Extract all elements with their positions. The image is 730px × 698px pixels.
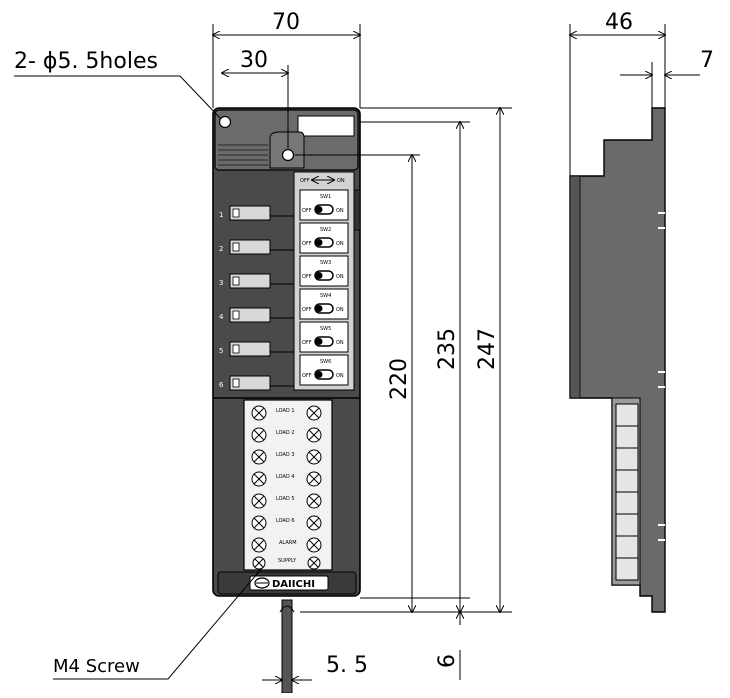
top-hatching <box>218 144 268 166</box>
side-terminals <box>611 397 641 586</box>
sw-6-on: ON <box>336 373 344 379</box>
terminal-label-1: LOAD 1 <box>276 408 295 414</box>
terminal-label-3: LOAD 3 <box>276 452 295 458</box>
sw-5-off: OFF <box>302 340 312 346</box>
callout-screw: M4 Screw <box>53 656 140 677</box>
front-view: OFF ON SW1 OFF ON SW2 OFF ON SW3 OFF ON <box>212 107 361 694</box>
channel-1-label: 1 <box>219 211 223 219</box>
channel-6: 6 <box>219 375 294 391</box>
sw-5[interactable]: SW5 OFF ON <box>299 321 349 353</box>
channel-5-label: 5 <box>219 347 223 355</box>
channel-3-label: 3 <box>219 279 223 287</box>
sw-3[interactable]: SW3 OFF ON <box>299 255 349 287</box>
terminal-label-4: LOAD 4 <box>276 474 295 480</box>
side-view <box>569 107 666 613</box>
terminal-label-7: ALARM <box>279 540 297 546</box>
dim-gap-6: 6 <box>435 654 460 668</box>
channel-4: 4 <box>219 307 294 323</box>
sw-1-off: OFF <box>302 208 312 214</box>
switch-header-off: OFF <box>300 178 310 184</box>
sw-2[interactable]: SW2 OFF ON <box>299 222 349 254</box>
dim-flange-7: 7 <box>700 48 714 73</box>
sw-4[interactable]: SW4 OFF ON <box>299 288 349 320</box>
sw-3-off: OFF <box>302 274 312 280</box>
m4-screw-shaft <box>281 599 293 694</box>
terminal-label-5: LOAD 5 <box>276 496 295 502</box>
sw-1-on: ON <box>336 208 344 214</box>
sw-2-off: OFF <box>302 241 312 247</box>
dimensions: 70 30 2- ϕ5. 5holes 46 7 247 235 220 <box>14 10 714 680</box>
sw-1-name: SW1 <box>320 194 331 200</box>
sw-4-off: OFF <box>302 307 312 313</box>
dim-offset-30: 30 <box>240 48 268 73</box>
channel-4-label: 4 <box>219 313 224 321</box>
switch-header-on: ON <box>337 178 345 184</box>
sw-3-on: ON <box>336 274 344 280</box>
dim-height-235: 235 <box>435 328 460 370</box>
channel-1: 1 <box>219 205 294 221</box>
sw-3-name: SW3 <box>320 260 331 266</box>
dim-width-70: 70 <box>272 10 300 35</box>
sw-6-name: SW6 <box>320 359 331 365</box>
mounting-hole-center <box>281 148 295 162</box>
sw-1[interactable]: SW1 OFF ON <box>299 189 349 221</box>
side-notches <box>658 212 665 541</box>
channel-3: 3 <box>219 273 294 289</box>
sw-6[interactable]: SW6 OFF ON <box>299 354 349 386</box>
sw-5-name: SW5 <box>320 326 331 332</box>
terminal-labels: LOAD 1 LOAD 2 LOAD 3 LOAD 4 LOAD 5 LOAD … <box>276 408 297 564</box>
sw-6-off: OFF <box>302 373 312 379</box>
brand-name: DAIICHI <box>272 579 315 590</box>
channel-2: 2 <box>219 239 294 255</box>
dim-height-247: 247 <box>475 328 500 370</box>
channel-6-label: 6 <box>219 381 224 389</box>
terminal-label-2: LOAD 2 <box>276 430 295 436</box>
channel-2-label: 2 <box>219 245 223 253</box>
sw-2-on: ON <box>336 241 344 247</box>
callout-holes: 2- ϕ5. 5holes <box>14 49 158 74</box>
channel-5: 5 <box>219 341 294 357</box>
sw-4-on: ON <box>336 307 344 313</box>
terminal-label-8: SUPPLY <box>278 558 297 564</box>
dim-screw-5-5: 5. 5 <box>326 653 368 678</box>
terminal-label-6: LOAD 6 <box>276 518 295 524</box>
terminal-screws <box>251 405 322 570</box>
sw-5-on: ON <box>336 340 344 346</box>
sw-2-name: SW2 <box>320 227 331 233</box>
mounting-hole-top-left <box>218 115 232 129</box>
dim-height-220: 220 <box>387 358 412 400</box>
dim-depth-46: 46 <box>605 10 633 35</box>
sw-4-name: SW4 <box>320 293 331 299</box>
label-window <box>297 115 355 137</box>
